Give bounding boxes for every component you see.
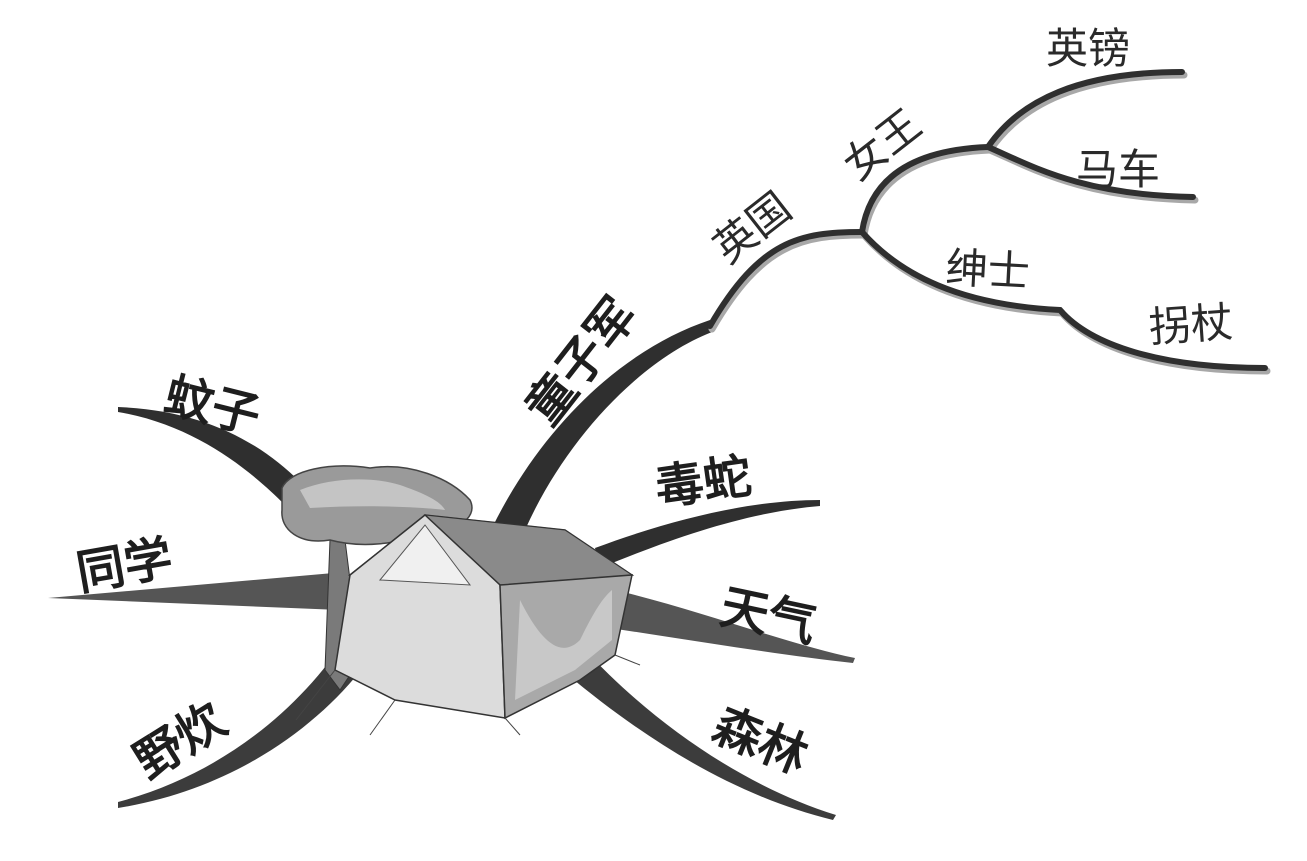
line-pound (985, 69, 1185, 150)
label-pound: 英镑 (1046, 24, 1130, 73)
branch-classmates (48, 572, 345, 610)
label-snake: 毒蛇 (652, 448, 755, 517)
line-carriage (985, 144, 1196, 200)
line-gentleman-cane (859, 229, 1268, 371)
thin-branches (707, 69, 1271, 375)
tent-with-tree-icon (281, 465, 641, 736)
label-mosquito: 蚊子 (159, 367, 266, 445)
label-carriage: 马车 (1076, 145, 1160, 194)
label-gentleman: 绅士 (944, 243, 1030, 296)
branch-weather (610, 590, 855, 663)
label-queen: 女王 (834, 100, 930, 190)
label-cane: 拐杖 (1147, 297, 1234, 352)
label-uk: 英国 (704, 183, 800, 273)
branch-scouts (492, 320, 712, 530)
line-uk (707, 229, 865, 329)
line-queen (859, 144, 991, 235)
branch-snake (595, 500, 820, 568)
